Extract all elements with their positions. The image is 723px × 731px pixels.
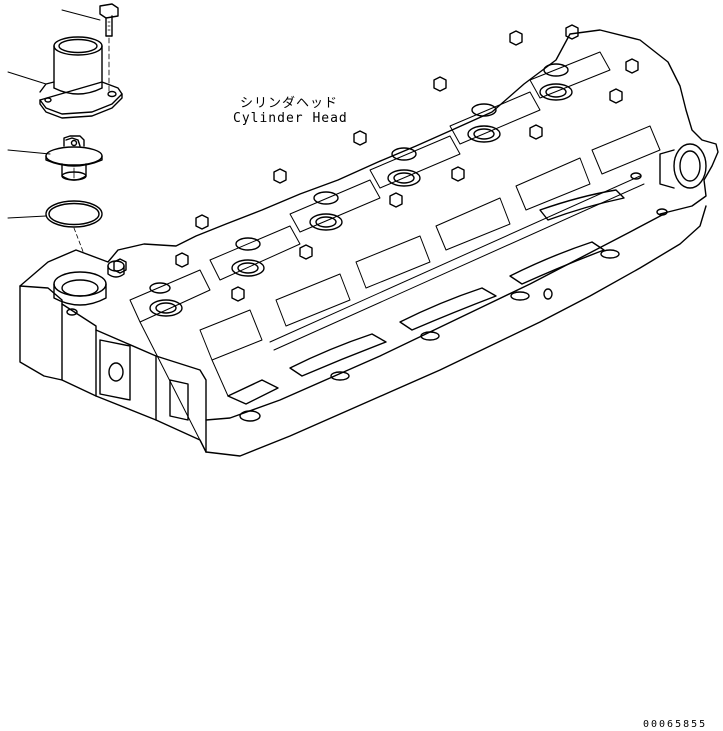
deck-details bbox=[130, 52, 660, 452]
bolt-part bbox=[100, 4, 118, 94]
gasket-part bbox=[46, 201, 102, 254]
cylinder-head-part bbox=[20, 25, 718, 456]
part-name-jp: シリンダヘッド bbox=[240, 96, 339, 111]
cylinder-ports bbox=[150, 64, 572, 316]
part-name-en: Cylinder Head bbox=[233, 111, 348, 126]
end-boss bbox=[544, 144, 706, 299]
leader-line-bolt bbox=[62, 10, 100, 20]
head-bolts bbox=[114, 25, 638, 301]
thermostat-part bbox=[46, 136, 102, 180]
thermostat-housing-part bbox=[40, 37, 122, 118]
leader-line-housing bbox=[8, 72, 46, 84]
leader-line-gasket bbox=[8, 216, 46, 218]
leader-line-thermostat bbox=[8, 150, 50, 154]
leader-lines bbox=[8, 10, 100, 218]
figure-number: 00065855 bbox=[643, 719, 708, 730]
